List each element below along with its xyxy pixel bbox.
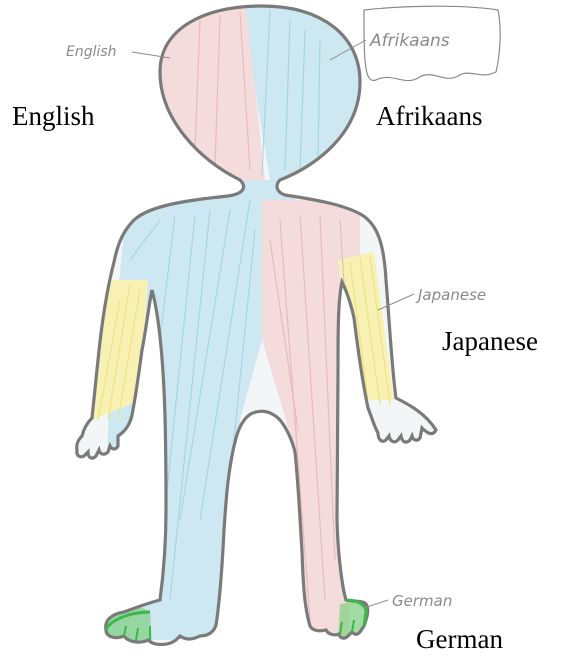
label-english: English bbox=[12, 103, 95, 130]
handwritten-afrikaans: Afrikaans bbox=[369, 31, 450, 51]
handwritten-english: English bbox=[66, 44, 117, 60]
label-german: German bbox=[416, 626, 503, 653]
handwritten-german: German bbox=[392, 592, 452, 610]
label-japanese: Japanese bbox=[442, 328, 538, 355]
label-afrikaans: Afrikaans bbox=[376, 103, 482, 130]
handwritten-japanese: Japanese bbox=[415, 286, 486, 304]
